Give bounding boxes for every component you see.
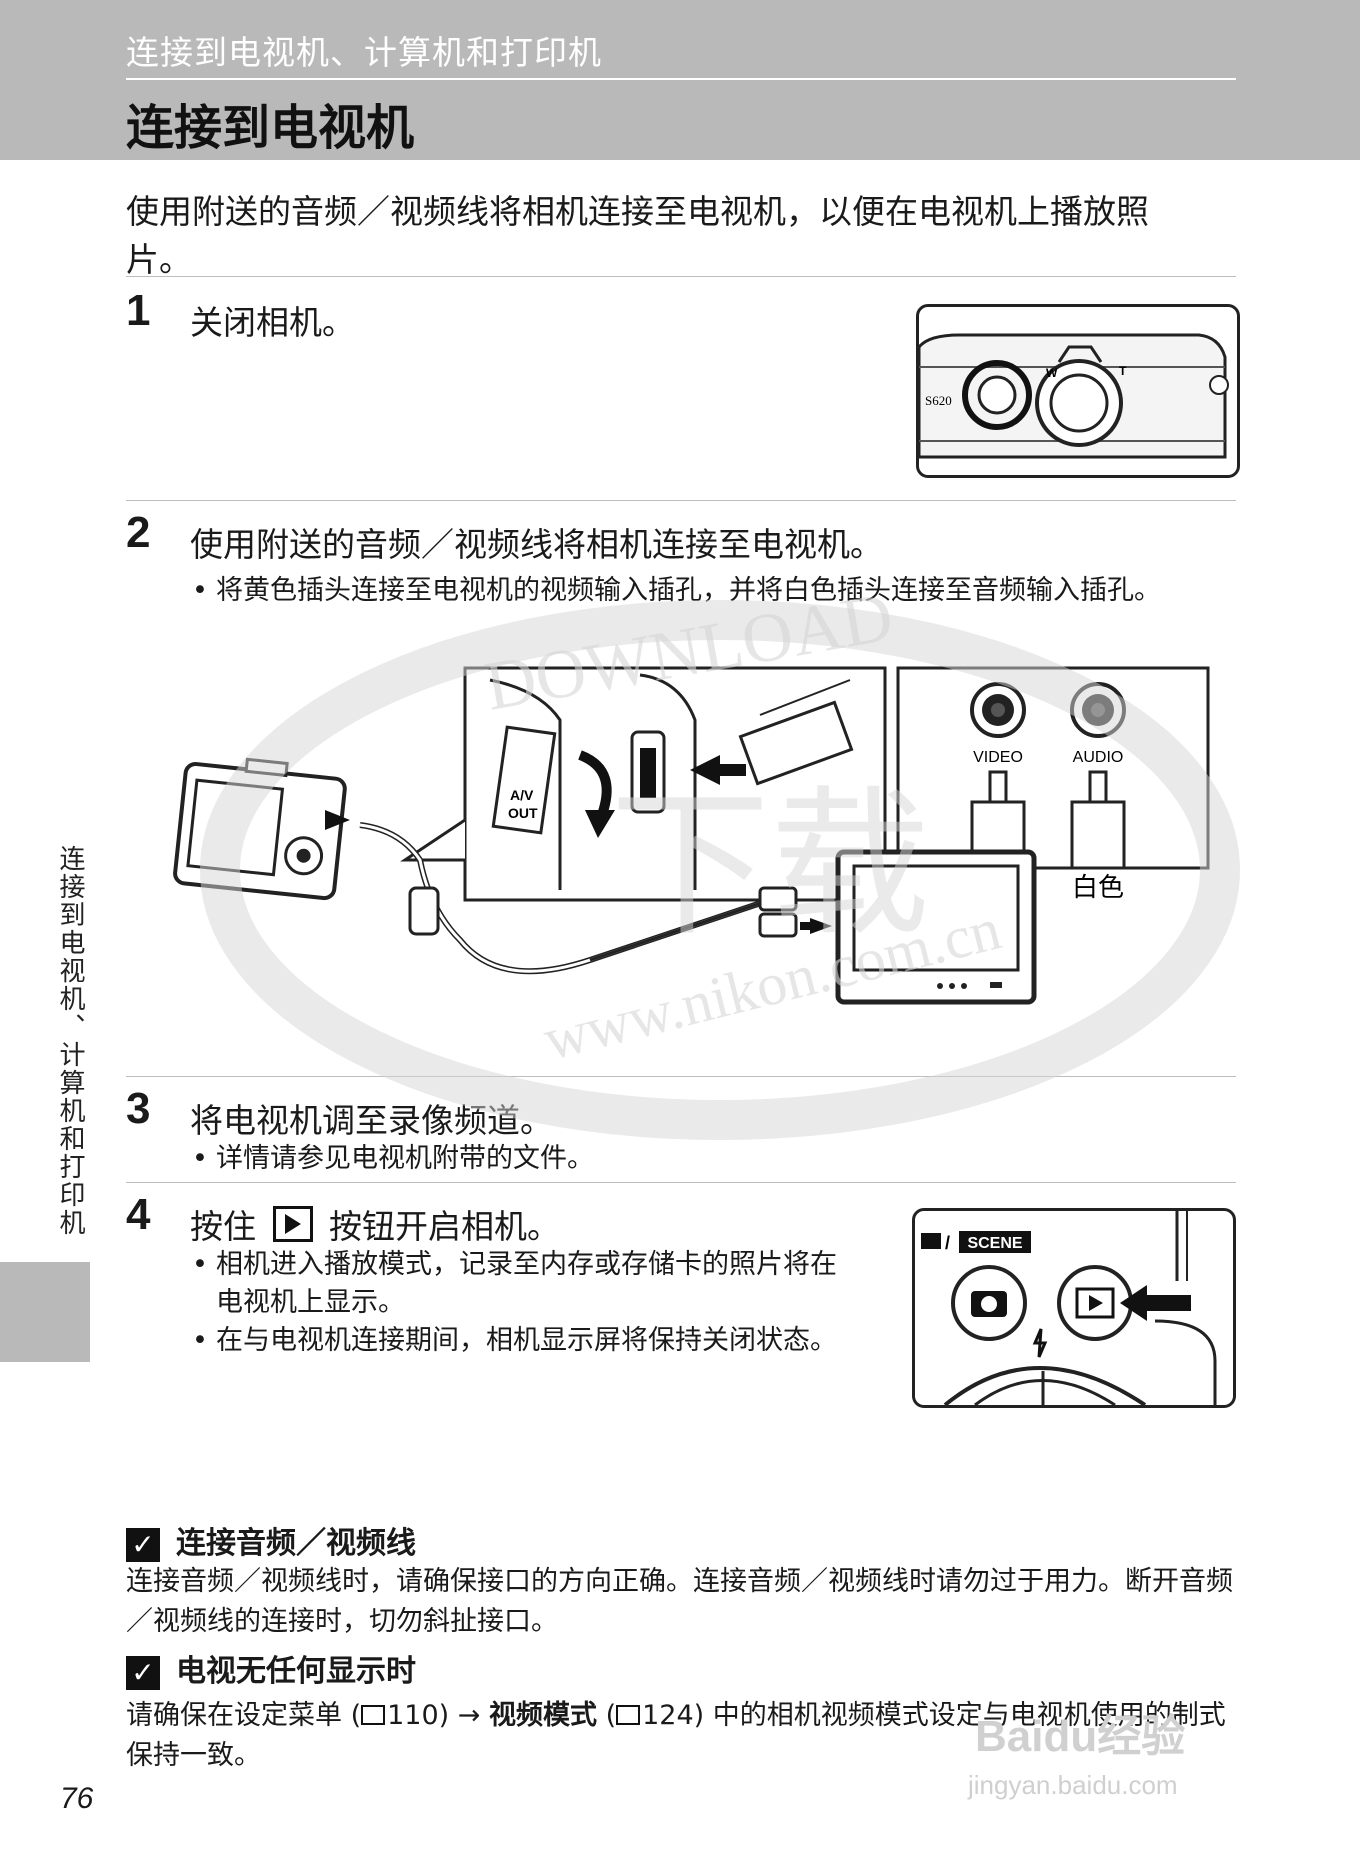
camera-top-figure: W T S620 bbox=[916, 304, 1240, 478]
svg-text:/: / bbox=[945, 1233, 950, 1253]
svg-text:AUDIO: AUDIO bbox=[1073, 749, 1124, 766]
step-bullet: •将黄色插头连接至电视机的视频输入插孔，并将白色插头连接至音频输入插孔。 bbox=[192, 575, 1161, 606]
divider bbox=[126, 276, 1236, 277]
step-title: 关闭相机。 bbox=[190, 303, 355, 342]
page-number: 76 bbox=[60, 1782, 94, 1815]
header-divider bbox=[126, 78, 1236, 80]
step-number: 1 bbox=[126, 286, 151, 335]
svg-text:T: T bbox=[1119, 364, 1127, 378]
step-number: 4 bbox=[126, 1190, 151, 1239]
baidu-watermark: Baidu经验 bbox=[975, 1712, 1186, 1761]
playback-button-figure: / SCENE bbox=[912, 1208, 1236, 1408]
step-title: 使用附送的音频／视频线将相机连接至电视机。 bbox=[190, 525, 883, 564]
note-heading: ✓电视无任何显示时 bbox=[126, 1646, 416, 1690]
step-bullet: •在与电视机连接期间，相机显示屏将保持关闭状态。 bbox=[192, 1325, 837, 1356]
step-number: 2 bbox=[126, 508, 151, 557]
svg-text:OUT: OUT bbox=[508, 805, 538, 821]
checkmark-icon: ✓ bbox=[126, 1527, 160, 1562]
svg-text:A/V: A/V bbox=[510, 787, 534, 803]
book-icon bbox=[616, 1705, 641, 1725]
note-body: 连接音频／视频线时，请确保接口的方向正确。连接音频／视频线时请勿过于用力。断开音… bbox=[126, 1566, 1233, 1637]
step-title: 将电视机调至录像频道。 bbox=[190, 1101, 553, 1140]
intro-paragraph: 使用附送的音频／视频线将相机连接至电视机，以便在电视机上播放照片。 bbox=[126, 192, 1149, 279]
step-bullet: •详情请参见电视机附带的文件。 bbox=[192, 1143, 594, 1174]
connection-diagram: A/V OUT VIDEO AUDIO 黄色 白色 bbox=[160, 660, 1220, 1060]
book-icon bbox=[361, 1705, 386, 1725]
page-header bbox=[0, 0, 1360, 160]
divider bbox=[126, 500, 1236, 501]
step-title: 按住 按钮开启相机。 bbox=[190, 1206, 560, 1246]
divider bbox=[126, 1076, 1236, 1077]
side-tab-marker bbox=[0, 1262, 90, 1362]
step-bullet: •相机进入播放模式，记录至内存或存储卡的照片将在电视机上显示。 bbox=[192, 1249, 837, 1318]
step-number: 3 bbox=[126, 1084, 151, 1133]
svg-text:白色: 白色 bbox=[1072, 873, 1124, 903]
side-tab-label: 连接到电视机、计算机和打印机 bbox=[55, 845, 85, 1237]
section-title: 连接到电视机、计算机和打印机 bbox=[126, 33, 602, 72]
divider bbox=[126, 1182, 1236, 1183]
page-title: 连接到电视机 bbox=[126, 100, 415, 156]
note-body: 请确保在设定菜单 (110) → 视频模式 (124) 中的相机视频模式设定与电… bbox=[126, 1700, 1226, 1771]
svg-text:SCENE: SCENE bbox=[967, 1235, 1022, 1252]
playback-icon bbox=[272, 1206, 313, 1242]
camera-model-label: S620 bbox=[925, 393, 952, 408]
checkmark-icon: ✓ bbox=[126, 1655, 160, 1690]
svg-text:VIDEO: VIDEO bbox=[973, 749, 1023, 766]
baidu-url-watermark: jingyan.baidu.com bbox=[968, 1770, 1178, 1800]
svg-text:W: W bbox=[1046, 366, 1058, 380]
note-heading: ✓连接音频／视频线 bbox=[126, 1518, 416, 1562]
